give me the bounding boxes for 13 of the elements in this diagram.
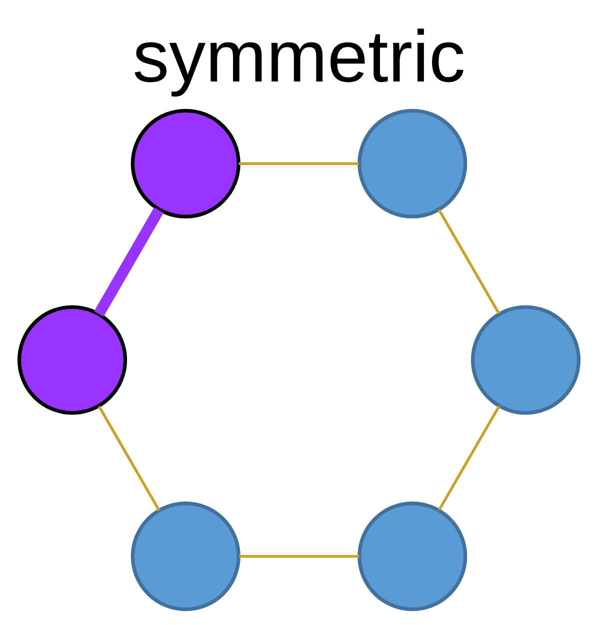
diagram-title: symmetric	[132, 16, 466, 98]
node-circle	[17, 305, 128, 415]
connector	[239, 554, 360, 558]
node-circle	[470, 305, 581, 415]
connector	[438, 209, 500, 314]
connector	[438, 405, 500, 511]
connector	[238, 162, 359, 165]
connector	[98, 406, 160, 511]
node-circle	[130, 108, 240, 218]
node-circle	[358, 502, 468, 612]
connector	[94, 207, 164, 317]
node-circle	[358, 108, 468, 218]
node-circle	[130, 502, 240, 612]
